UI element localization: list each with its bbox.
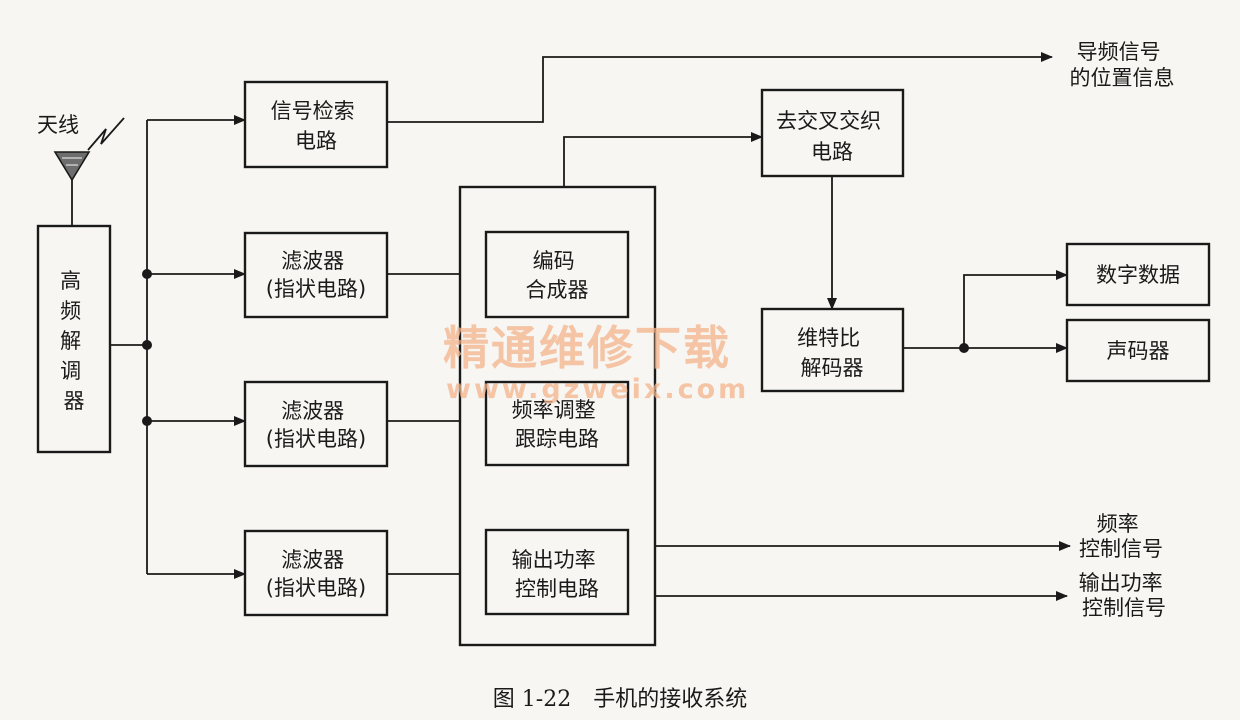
filter-2-label-line2: (指状电路) [266,427,366,451]
output-power-control-block: 输出功率 控制电路 [484,528,630,616]
signal-search-label-line1: 信号检索 [271,99,355,123]
output-power-control-label-line2: 控制电路 [515,577,599,601]
pilot-position-output-label: 导频信号 的位置信息 [1070,40,1175,90]
svg-text:去交叉交织 电路: 去交叉交织 电路 [776,109,888,164]
to-deinterleave-arrow [563,132,763,187]
code-synthesizer-label-line2: 合成器 [526,278,589,302]
frequency-tracking-label-line1: 频率调整 [512,398,596,422]
junction-dot [142,340,152,350]
filter-1-label-line1: 滤波器 [281,249,344,273]
antenna-label: 天线 [37,113,79,137]
power-control-output-label: 输出功率 控制信号 [1079,571,1170,620]
frequency-control-output-label: 频率 控制信号 [1079,512,1163,561]
svg-text:输出功率 控制电路: 输出功率 控制电路 [512,548,603,601]
rf-demodulator-char: 解 [60,329,81,353]
to-digital-data-arrow [963,270,1068,348]
svg-text:滤波器 (指状电路): 滤波器 (指状电路) [266,249,366,301]
digital-data-label: 数字数据 [1096,263,1180,287]
viterbi-decoder-label-line2: 解码器 [801,356,864,380]
filter-block-2: 滤波器 (指状电路) [243,380,389,468]
filter-1-label-line2: (指状电路) [266,277,366,301]
svg-text:滤波器 (指状电路): 滤波器 (指状电路) [266,548,366,600]
filter-3-label-line2: (指状电路) [266,576,366,600]
antenna-icon [53,117,125,182]
signal-search-block: 信号检索 电路 [243,80,389,169]
deinterleave-label-line1: 去交叉交织 [776,109,881,133]
output-power-control-label-line1: 输出功率 [512,548,596,572]
junction-dot [142,269,152,279]
svg-text:编码 合成器: 编码 合成器 [526,249,589,302]
filter-2-label-line1: 滤波器 [281,399,344,423]
svg-text:频率调整 跟踪电路: 频率调整 跟踪电路 [512,398,603,451]
frequency-tracking-block: 频率调整 跟踪电路 [484,380,630,467]
code-synthesizer-block: 编码 合成器 [484,230,630,319]
svg-text:信号检索 电路: 信号检索 电路 [271,99,362,153]
rf-demodulator-char: 调 [60,359,81,383]
watermark-url: www.gzweix.com [446,374,749,405]
vocoder-block: 声码器 [1065,318,1211,383]
rf-demodulator-char: 频 [60,299,81,323]
watermark-site-name: 精通维修下载 [443,321,731,375]
viterbi-decoder-block: 维特比 解码器 [760,307,905,393]
svg-text:维特比 解码器: 维特比 解码器 [797,326,867,380]
deinterleave-label-line2: 电路 [811,140,853,164]
svg-text:滤波器 (指状电路): 滤波器 (指状电路) [266,399,366,451]
code-synthesizer-label-line1: 编码 [533,249,575,273]
deinterleave-block: 去交叉交织 电路 [760,88,905,178]
frequency-tracking-label-line2: 跟踪电路 [515,427,599,451]
watermark: 精通维修下载 www.gzweix.com [443,321,749,405]
filter-3-label-line1: 滤波器 [281,548,344,572]
svg-text:数字数据: 数字数据 [1096,263,1180,287]
signal-search-label-line2: 电路 [295,129,337,153]
figure-caption: 图 1-22 手机的接收系统 [493,687,747,712]
filter-block-3: 滤波器 (指状电路) [243,529,389,617]
digital-data-block: 数字数据 [1065,242,1211,307]
junction-dot [142,416,152,426]
svg-text:高 频 解 调: 高 频 解 调 器 [60,269,88,413]
viterbi-decoder-label-line1: 维特比 [797,326,860,350]
svg-text:声码器: 声码器 [1107,339,1170,363]
rf-demodulator-block: 高 频 解 调 器 [36,224,112,454]
rf-demodulator-char: 高 [60,269,81,293]
vocoder-label: 声码器 [1107,339,1170,363]
pilot-position-output-arrow [387,52,1053,123]
rf-demodulator-char: 器 [64,389,85,413]
filter-block-1: 滤波器 (指状电路) [243,231,389,319]
radio-wave-icon [87,117,125,151]
